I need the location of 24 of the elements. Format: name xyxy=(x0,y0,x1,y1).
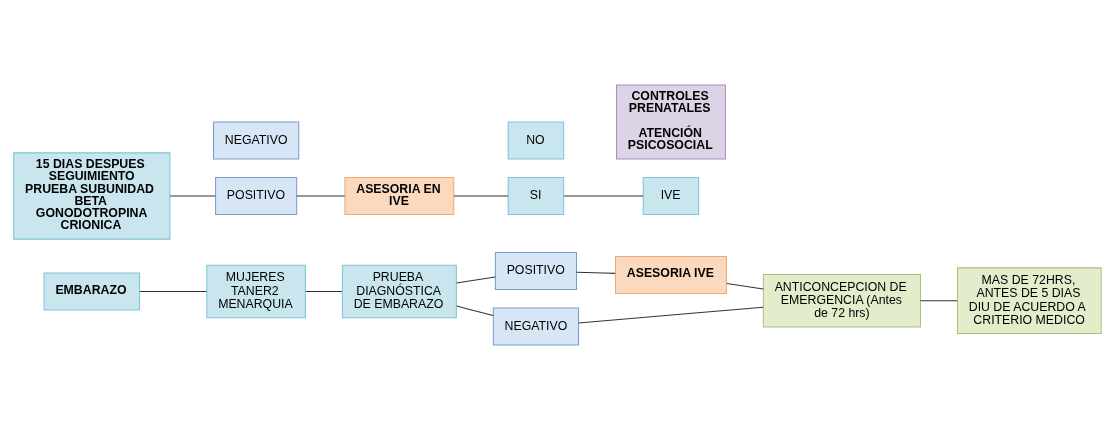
connector xyxy=(456,305,494,316)
node-box: NEGATIVO xyxy=(213,121,300,160)
connector xyxy=(305,290,343,292)
node-box: SI xyxy=(507,176,565,215)
connector xyxy=(139,290,208,292)
node-box: POSITIVO xyxy=(215,176,298,215)
node-box: CONTROLES PRENATALES ATENCIÓN PSICOSOCIAL xyxy=(616,84,726,160)
connector xyxy=(578,306,764,323)
node-box: MUJERES TANER2 MENARQUIA xyxy=(206,264,306,318)
node-box: IVE xyxy=(642,176,700,215)
node-box: POSITIVO xyxy=(494,251,577,290)
node-box: PRUEBA DIAGNÓSTICA DE EMBARAZO xyxy=(341,264,457,318)
node-box: NEGATIVO xyxy=(492,306,580,345)
node-box: 15 DIAS DESPUES SEGUIMIENTO PRUEBA SUBUNIDAD BETA GONODOTROPINA CRIONICA xyxy=(13,151,171,240)
node-box: ASESORIA IVE xyxy=(615,255,727,294)
node-box: ANTICONCEPCION DE EMERGENCIA (Antes de 72 hrs) xyxy=(762,273,921,327)
node-box: EMBARAZO xyxy=(43,272,141,310)
connector xyxy=(456,276,496,283)
node-box: ASESORIA EN IVE xyxy=(344,176,455,215)
connector xyxy=(919,299,958,301)
node-box: NO xyxy=(507,121,565,160)
connector xyxy=(726,282,764,289)
node-box: MAS DE 72HRS, ANTES DE 5 DIAS DIU DE ACUERDO A CRITERIO MEDICO xyxy=(956,266,1102,334)
connector xyxy=(576,271,616,274)
